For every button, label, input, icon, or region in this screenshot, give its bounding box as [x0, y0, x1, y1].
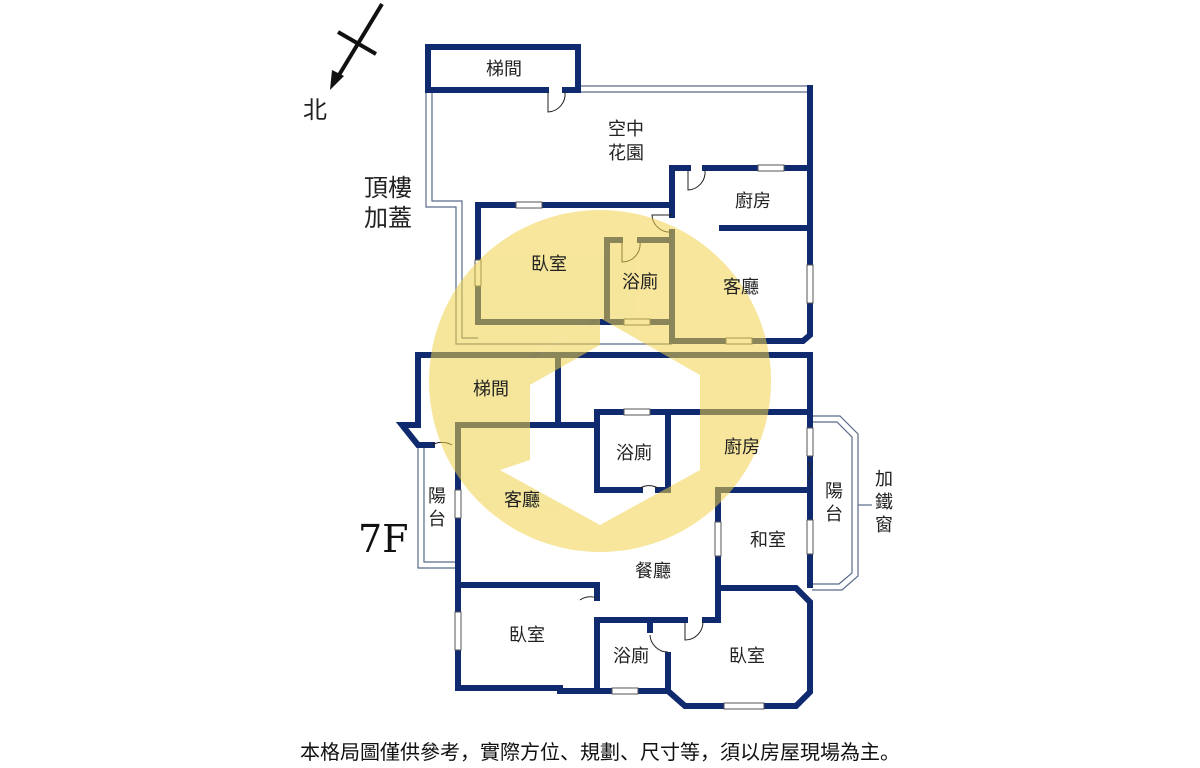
label-garden-2: 花園: [608, 143, 644, 164]
label-rooftop-bathroom: 浴廁: [622, 271, 658, 293]
label-balcony-left-2: 台: [428, 509, 446, 530]
label-rooftop-living: 客廳: [723, 277, 759, 298]
label-balcony-left-1: 陽: [428, 486, 446, 507]
rooftop-label-2: 加蓋: [364, 204, 412, 232]
north-arrow-icon: [330, 2, 384, 90]
label-bathroom-bottom: 浴廁: [613, 645, 649, 667]
label-iron-window-1: 加: [875, 469, 893, 490]
label-rooftop-stairs: 梯間: [486, 59, 522, 80]
label-rooftop-bedroom: 臥室: [531, 254, 567, 275]
label-japanese-room: 和室: [750, 530, 786, 551]
label-7f-stairs: 梯間: [473, 379, 509, 400]
label-dining: 餐廳: [635, 561, 671, 582]
label-bedroom-right: 臥室: [729, 646, 765, 667]
label-rooftop-kitchen: 廚房: [735, 190, 771, 212]
north-label: 北: [303, 96, 327, 124]
watermark-logo: [429, 210, 772, 552]
label-balcony-right-2: 台: [825, 504, 843, 525]
label-7f-kitchen: 廚房: [724, 436, 760, 458]
label-garden-1: 空中: [608, 119, 644, 140]
floor-label: 7F: [358, 517, 409, 561]
label-balcony-right-1: 陽: [825, 481, 843, 502]
label-iron-window-3: 窗: [875, 515, 893, 536]
floor7-windows: [454, 408, 814, 710]
label-7f-living: 客廳: [504, 490, 540, 511]
label-7f-bathroom-top: 浴廁: [616, 442, 652, 464]
disclaimer-text: 本格局圖僅供參考，實際方位、規劃、尺寸等，須以房屋現場為主。: [300, 740, 900, 764]
rooftop-label-1: 頂樓: [364, 174, 412, 202]
label-bedroom-left: 臥室: [509, 625, 545, 646]
label-iron-window-2: 鐵: [875, 492, 893, 513]
floor7-thin-walls: [417, 415, 872, 591]
